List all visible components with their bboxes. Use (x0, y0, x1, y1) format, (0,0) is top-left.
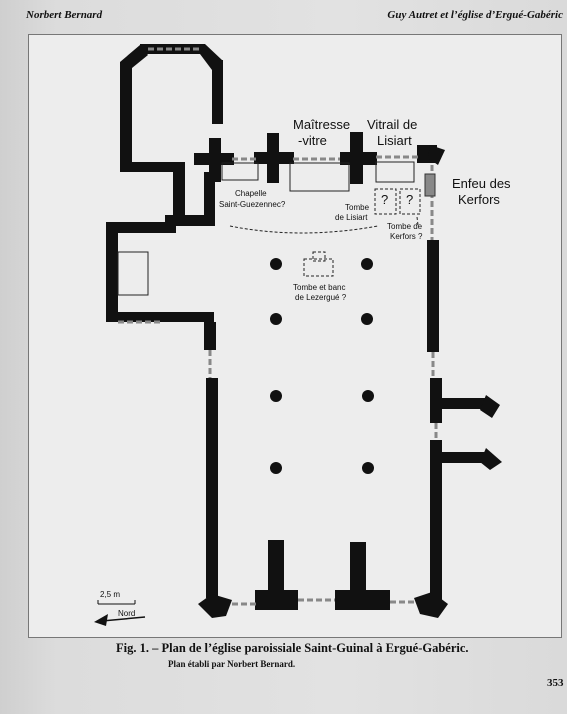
pillar-cross-2-h (254, 152, 294, 164)
tombe-lezergue-box (303, 258, 334, 277)
label-question-1: ? (381, 192, 389, 207)
label-chapelle-2: Saint-Guezennec? (219, 200, 286, 209)
choir-arc (229, 225, 379, 234)
running-header-author: Norbert Bernard (26, 9, 103, 21)
label-tombe-lisiart-1: Tombe (345, 203, 370, 212)
altar-chapel (221, 162, 259, 181)
label-enfeu-2: Kerfors (458, 192, 500, 207)
label-tombe-lisiart-2: de Lisiart (335, 213, 368, 222)
wall-buttress-1-end (480, 395, 500, 418)
wall-porch-base (335, 590, 390, 610)
label-enfeu-1: Enfeu des (452, 176, 511, 191)
tombe-lisiart-box (374, 188, 397, 215)
pillar-4 (361, 313, 373, 325)
tombe-kerfors-pointer (416, 216, 419, 226)
pillar-6 (362, 390, 374, 402)
wall-sw-buttress (255, 590, 298, 610)
pillar-8 (362, 462, 374, 474)
label-tombe-lezergue-2: de Lezergué ? (295, 293, 347, 302)
label-vitrail-2: Lisiart (377, 133, 412, 148)
label-tombe-lezergue-1: Tombe et banc (293, 283, 346, 292)
label-chapelle-1: Chapelle (235, 189, 267, 198)
wall-chapel-east-stub (204, 172, 215, 217)
wall-buttress-1 (440, 398, 490, 409)
wall-nave-east-b (430, 378, 442, 423)
tombe-lezergue-box-top (312, 251, 326, 262)
wall-chapel-nw (120, 45, 148, 162)
north-arrow (94, 614, 146, 626)
wall-east-corner (428, 145, 445, 165)
wall-transept-west (106, 222, 118, 320)
wall-porch-left (268, 540, 284, 592)
figure-credit: Plan établi par Norbert Bernard. (168, 659, 296, 669)
label-vitrail-1: Vitrail de (367, 117, 418, 132)
wall-chapel-west-lower (120, 162, 185, 172)
pillar-3 (270, 313, 282, 325)
label-question-2: ? (406, 192, 414, 207)
wall-se-corner (414, 592, 448, 618)
figure-caption: Fig. 1. – Plan de l’église paroissiale S… (116, 641, 469, 655)
transept-room (117, 251, 149, 296)
north-label: Nord (118, 609, 136, 618)
wall-nave-west-c (206, 378, 218, 598)
label-maitresse: Maîtresse (293, 117, 351, 132)
pillar-7 (270, 462, 282, 474)
label-tombe-kerfors-2: Kerfors ? (390, 232, 423, 241)
wall-chapel-east (212, 60, 223, 124)
running-header-title: Guy Autret et l’église d’Ergué-Gabéric (387, 9, 563, 21)
wall-nave-west-a (158, 312, 214, 322)
label-vitre: -vitre (298, 133, 327, 148)
pillar-2 (361, 258, 373, 270)
wall-buttress-2 (440, 452, 490, 463)
wall-porch-right (350, 542, 366, 590)
wall-chapel-top (140, 44, 205, 54)
pillar-cross-1-h (194, 153, 234, 165)
wall-transept-bottom (106, 312, 166, 322)
wall-sw-corner (198, 594, 232, 618)
wall-transept-top (106, 222, 176, 233)
pillar-1 (270, 258, 282, 270)
altar-main (289, 162, 350, 192)
wall-nave-east-a (427, 240, 439, 352)
wall-buttress-2-end (480, 448, 502, 470)
tombe-kerfors-box (399, 188, 421, 215)
label-tombe-kerfors-1: Tombe de (387, 222, 423, 231)
wall-nave-west-b (204, 322, 216, 350)
wall-chapel-inner (173, 172, 185, 222)
page-number: 353 (547, 677, 564, 689)
altar-lisiart (375, 161, 415, 183)
figure-frame (28, 34, 562, 638)
pillar-cross-3-h (340, 152, 377, 165)
wall-chapel-south (165, 215, 215, 226)
enfeu-block (424, 173, 436, 197)
wall-nave-east-c (430, 440, 442, 600)
scale-label: 2,5 m (100, 590, 121, 599)
pillar-5 (270, 390, 282, 402)
